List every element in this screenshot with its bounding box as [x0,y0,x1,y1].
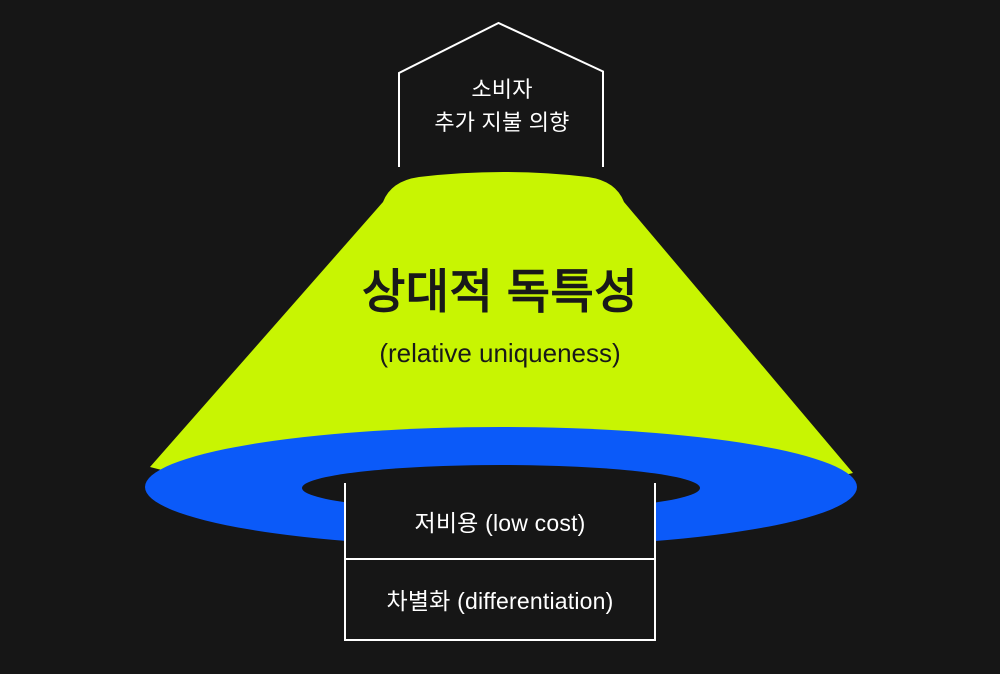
lamp-cone-shape [150,172,853,516]
house-label-line2: 추가 지불 의향 [434,110,570,135]
strategy-row-label: 저비용 (low cost) [414,509,586,536]
house-outline [398,21,604,167]
cone-title: 상대적 독특성 [362,265,638,318]
house-label: 소비자 추가 지불 의향 [349,73,655,139]
strategy-row-label: 차별화 (differentiation) [386,587,614,614]
cone-subtitle: (relative uniqueness) [379,338,621,368]
strategy-table: 저비용 (low cost) 차별화 (differentiation) [344,483,656,641]
strategy-row-low-cost: 저비용 (low cost) [346,483,654,560]
strategy-row-differentiation: 차별화 (differentiation) [346,560,654,637]
house-label-line1: 소비자 [471,77,533,102]
